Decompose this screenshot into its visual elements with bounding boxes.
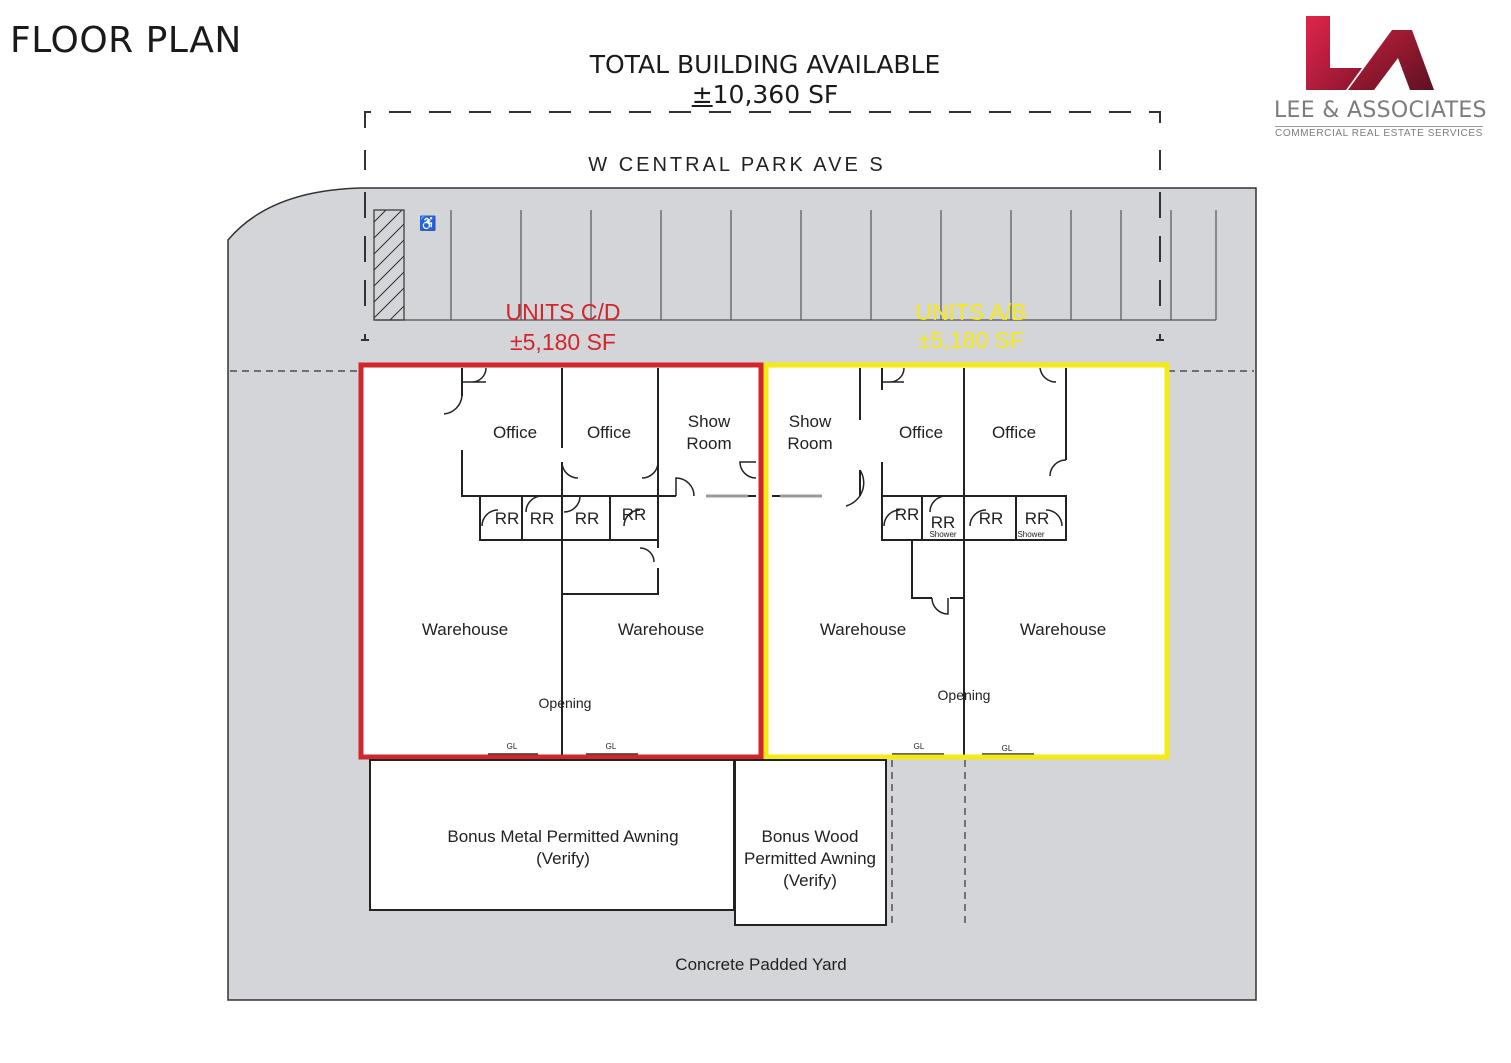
room-restroom: RR — [979, 509, 1004, 528]
total-available: TOTAL BUILDING AVAILABLE ±10,360 SF — [540, 50, 990, 110]
accessible-parking-icon: ♿ — [419, 215, 436, 232]
room-showroom-line2: Room — [787, 434, 832, 453]
page-title: FLOOR PLAN — [10, 20, 242, 61]
unit-ab-name: UNITS A/B — [915, 299, 1026, 325]
wood-awning-verify: (Verify) — [783, 871, 837, 890]
plus-minus: ± — [691, 80, 713, 109]
room-restroom: RR — [495, 509, 520, 528]
property-line — [361, 111, 1164, 341]
room-restroom: RR — [575, 509, 600, 528]
room-office: Office — [899, 423, 943, 442]
logo-name: LEE & ASSOCIATES — [1274, 98, 1487, 123]
grade-level-door: GL — [606, 742, 617, 751]
yard-label: Concrete Padded Yard — [675, 955, 846, 974]
room-restroom: RR — [931, 513, 956, 532]
total-sf: 10,360 SF — [712, 80, 839, 109]
wood-awning — [734, 759, 887, 926]
room-restroom: RR — [530, 509, 555, 528]
room-showroom-line2: Room — [686, 434, 731, 453]
street-name: W CENTRAL PARK AVE S — [588, 154, 885, 176]
shower-label: Shower — [1017, 530, 1044, 539]
grade-level-door: GL — [914, 742, 925, 751]
company-logo: LEE & ASSOCIATES COMMERCIAL REAL ESTATE … — [1270, 12, 1490, 140]
interior-walls — [461, 368, 1067, 755]
room-office: Office — [493, 423, 537, 442]
room-office: Office — [587, 423, 631, 442]
unit-cd-name: UNITS C/D — [506, 299, 621, 325]
room-warehouse: Warehouse — [618, 620, 704, 639]
opening-label: Opening — [539, 695, 592, 711]
room-warehouse: Warehouse — [820, 620, 906, 639]
logo-mark-icon — [1306, 16, 1434, 90]
room-showroom-line1: Show — [789, 412, 832, 431]
metal-awning — [369, 759, 735, 911]
metal-awning-verify: (Verify) — [536, 849, 590, 868]
room-office: Office — [992, 423, 1036, 442]
room-showroom-line1: Show — [688, 412, 731, 431]
total-size: ±10,360 SF — [540, 80, 990, 110]
shower-label: Shower — [929, 530, 956, 539]
opening-label: Opening — [938, 687, 991, 703]
unit-ab-outline — [763, 362, 1170, 760]
unit-ab-size: ±5,180 SF — [918, 327, 1024, 353]
parking-stalls — [375, 210, 1217, 321]
grade-level-door: GL — [507, 742, 518, 751]
room-warehouse: Warehouse — [1020, 620, 1106, 639]
logo-tagline: COMMERCIAL REAL ESTATE SERVICES — [1275, 126, 1483, 139]
room-restroom: RR — [1025, 509, 1050, 528]
grade-level-door: GL — [1002, 744, 1013, 753]
wood-awning-label-1: Bonus Wood — [761, 827, 858, 846]
unit-cd-outline — [358, 362, 764, 760]
room-warehouse: Warehouse — [422, 620, 508, 639]
room-restroom: RR — [622, 505, 647, 524]
metal-awning-label: Bonus Metal Permitted Awning — [447, 827, 678, 846]
accessible-stall — [373, 209, 405, 321]
unit-cd-size: ±5,180 SF — [510, 329, 616, 355]
wood-awning-label-2: Permitted Awning — [744, 849, 876, 868]
total-label: TOTAL BUILDING AVAILABLE — [589, 50, 941, 79]
room-restroom: RR — [895, 505, 920, 524]
